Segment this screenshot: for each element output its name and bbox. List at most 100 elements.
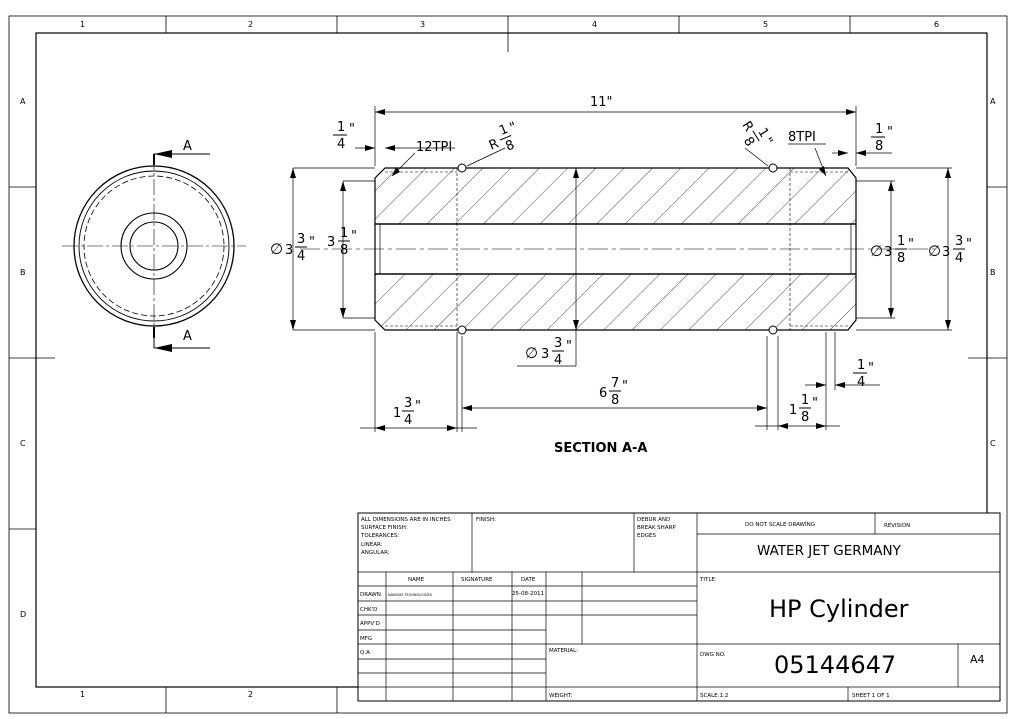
dim-outer-dia-right-den: 4 xyxy=(955,251,963,266)
dim-inner-dia-right-whole: 3 xyxy=(884,245,892,260)
dim-len-right-whole: 1 xyxy=(789,403,797,418)
row-drawn: DRAWN xyxy=(360,592,381,598)
note-tolerances: TOLERANCES: xyxy=(360,533,400,539)
zone-row-a-right: A xyxy=(990,97,996,106)
section-view xyxy=(300,163,935,335)
dim-outer-dia-left: ∅ 3 3 4 " xyxy=(270,232,315,264)
dim-len-right-num: 1 xyxy=(801,393,809,408)
dim-radius-left-den: 8 xyxy=(504,138,517,155)
drawn-date: 25-08-2011 xyxy=(512,591,544,597)
zone-bottom-col-1: 1 xyxy=(80,690,85,699)
dim-mid-dia-whole: 3 xyxy=(541,347,549,362)
note-units: ALL DIMENSIONS ARE IN INCHES xyxy=(361,517,451,523)
dim-quarter-right-num: 1 xyxy=(857,358,865,373)
end-view: A A xyxy=(62,139,246,352)
lower-wall-hatch xyxy=(374,273,857,331)
zone-col-2: 2 xyxy=(248,20,253,29)
revision-label: REVISION xyxy=(884,523,910,529)
dim-outer-dia-left-unit: " xyxy=(309,235,315,250)
dim-outer-dia-left-num: 3 xyxy=(297,232,305,247)
header-signature: SIGNATURE xyxy=(461,577,493,583)
deburr-line-1: DEBUR AND xyxy=(637,517,670,523)
dim-quarter-left-num: 1 xyxy=(337,120,345,135)
company-name: WATER JET GERMANY xyxy=(757,543,902,559)
dim-outer-dia-right-sym: ∅ xyxy=(928,242,941,260)
upper-wall-hatch xyxy=(374,167,857,225)
zone-col-1: 1 xyxy=(80,20,85,29)
finish-label: FINISH: xyxy=(476,517,496,523)
dim-mid-dia-sym: ∅ xyxy=(525,344,538,362)
section-cut-marker-bottom: A xyxy=(153,327,210,352)
drawing-title: HP Cylinder xyxy=(769,595,909,623)
row-qa: Q.A xyxy=(360,650,370,656)
dim-mid-dia: ∅ 3 3 4 " xyxy=(525,336,572,368)
do-not-scale-note: DO NOT SCALE DRAWING xyxy=(745,522,815,528)
dim-len-mid: 6 7 8 " xyxy=(599,376,628,408)
zone-row-b-left: B xyxy=(20,268,26,277)
zone-col-4: 4 xyxy=(592,20,597,29)
paper-size: A4 xyxy=(970,653,985,666)
drawing-number: 05144647 xyxy=(774,651,896,679)
dim-bore-left: 3 1 8 " xyxy=(327,226,357,258)
title-block: ALL DIMENSIONS ARE IN INCHES SURFACE FIN… xyxy=(357,512,1001,702)
zone-row-b-right: B xyxy=(990,268,996,277)
section-letter-top: A xyxy=(183,139,192,154)
dim-eighth-right-unit: " xyxy=(887,125,893,140)
dim-radius-left-r: R xyxy=(487,136,501,153)
dim-outer-dia-left-den: 4 xyxy=(297,249,305,264)
material-label: MATERIAL: xyxy=(549,648,578,654)
dim-outer-dia-right: ∅ 3 3 4 " xyxy=(928,234,972,266)
dim-overall-length: 11" xyxy=(590,95,613,110)
dim-radius-right: R 1 8 " xyxy=(738,119,775,150)
row-mfg: MFG xyxy=(360,636,372,642)
dim-quarter-right-den: 4 xyxy=(857,375,865,390)
dim-len-left-unit: " xyxy=(415,399,421,414)
dim-len-left-whole: 1 xyxy=(393,406,401,421)
deburr-line-2: BREAK SHARP xyxy=(637,525,676,531)
dim-inner-dia-right: ∅ 3 1 8 " xyxy=(870,234,914,266)
zone-bottom-col-2: 2 xyxy=(248,690,253,699)
dim-outer-dia-right-unit: " xyxy=(966,237,972,252)
dim-bore-left-whole: 3 xyxy=(327,235,335,250)
section-cut-marker-top: A xyxy=(153,139,210,165)
dim-quarter-right: 1 4 " xyxy=(853,358,874,390)
zone-row-a-left: A xyxy=(20,97,26,106)
dim-eighth-right-den: 8 xyxy=(875,139,883,154)
dim-bore-left-den: 8 xyxy=(340,243,348,258)
dim-len-left: 1 3 4 " xyxy=(393,396,421,428)
dim-thread-left: 12TPI xyxy=(416,140,452,155)
dim-inner-dia-right-sym: ∅ xyxy=(870,242,883,260)
dim-len-mid-num: 7 xyxy=(611,376,619,391)
dim-outer-dia-left-sym: ∅ xyxy=(270,240,283,258)
dim-mid-dia-den: 4 xyxy=(554,353,562,368)
header-date: DATE xyxy=(521,577,536,583)
dim-len-mid-unit: " xyxy=(622,379,628,394)
dim-inner-dia-right-num: 1 xyxy=(897,234,905,249)
row-chkd: CHK'D xyxy=(360,607,377,613)
dim-bore-left-num: 1 xyxy=(340,226,348,241)
dim-outer-dia-right-whole: 3 xyxy=(942,245,950,260)
weight-label: WEIGHT: xyxy=(549,693,573,699)
section-letter-bottom: A xyxy=(183,329,192,344)
dim-len-left-den: 4 xyxy=(404,413,412,428)
zone-row-c-left: C xyxy=(20,439,26,448)
note-surface-finish: SURFACE FINISH: xyxy=(361,525,408,531)
dim-inner-dia-right-den: 8 xyxy=(897,251,905,266)
dim-len-right-unit: " xyxy=(812,396,818,411)
dim-len-right-den: 8 xyxy=(801,410,809,425)
deburr-line-3: EDGES xyxy=(637,533,656,539)
zone-col-3: 3 xyxy=(420,20,425,29)
dim-radius-right-den: 8 xyxy=(740,134,757,149)
dim-eighth-right-num: 1 xyxy=(875,122,883,137)
sheet-number: SHEET 1 OF 1 xyxy=(852,693,890,699)
dim-mid-dia-num: 3 xyxy=(554,336,562,351)
row-appvd: APPV'D xyxy=(360,621,380,627)
dim-radius-left: R 1 8 " xyxy=(487,120,519,155)
dim-quarter-right-unit: " xyxy=(868,361,874,376)
title-label: TITLE: xyxy=(699,577,717,583)
zone-row-c-right: C xyxy=(990,439,996,448)
dim-radius-left-unit: " xyxy=(508,120,519,136)
dim-eighth-right: 1 8 " xyxy=(871,122,893,154)
dim-len-left-num: 3 xyxy=(404,396,412,411)
dim-thread-right: 8TPI xyxy=(788,130,816,145)
